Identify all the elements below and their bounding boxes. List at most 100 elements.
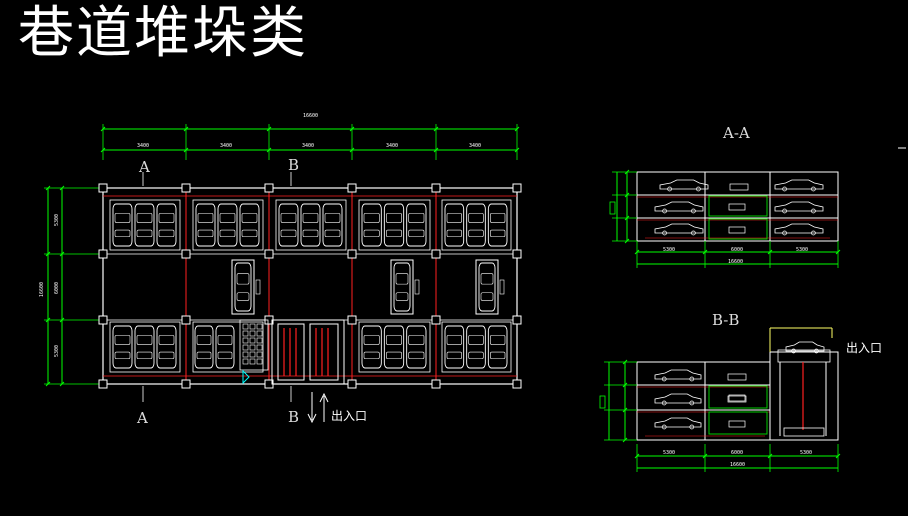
plan-equipment-cell <box>249 351 256 358</box>
plan-column-2-0 <box>264 183 274 193</box>
section-b-b-top-pallet-a <box>727 373 747 381</box>
section-b-b-drawing <box>599 147 906 472</box>
plan-car-2-0-1 <box>300 203 321 247</box>
plan-parking-bay-0-0 <box>109 199 181 251</box>
car-profile <box>654 369 702 380</box>
section-a-a-lift-pallet-0 <box>728 203 746 211</box>
plan-car-0-0-0 <box>112 203 133 247</box>
section-a-a-dimension-tick-0 <box>634 249 640 255</box>
car-rear-window <box>158 229 175 238</box>
section-a-a-car-5 <box>774 223 824 236</box>
plan-stacker-motor-2 <box>499 279 505 295</box>
plan-column-1-3 <box>181 379 191 389</box>
plan-car-0-0-1 <box>134 203 155 247</box>
car-wheel-front <box>782 208 787 214</box>
car-windshield <box>446 334 462 345</box>
plan-column-1-0 <box>181 183 191 193</box>
car-rear-window <box>468 229 484 238</box>
plan-car-4-0-1 <box>466 203 486 247</box>
plan-equipment-cell <box>242 337 249 344</box>
section-a-a-height-tick-0 <box>624 169 630 175</box>
car-windshield <box>236 273 250 285</box>
plan-equipment-cell <box>242 344 249 351</box>
car-rear-window <box>217 351 233 360</box>
section-a-a-height-tick-1 <box>624 192 630 198</box>
section-a-a-lift-pallet-1 <box>728 226 746 234</box>
plan-equipment-cell <box>249 330 256 337</box>
plan-parking-bay-3-1 <box>358 321 431 373</box>
car-rear-window <box>446 229 462 238</box>
plan-equipment-cell <box>249 337 256 344</box>
car-rear-window <box>114 229 131 238</box>
car-body <box>300 203 321 247</box>
plan-car-0-1-1 <box>134 325 155 369</box>
section-b-b-height-tick-0 <box>622 359 628 365</box>
plan-column-5-0 <box>512 183 522 193</box>
car-windshield <box>363 334 380 345</box>
plan-dimension-tick-top-1 <box>183 126 189 132</box>
plan-car-0-0-2 <box>156 203 177 247</box>
car-windshield <box>408 334 425 345</box>
car-body <box>383 203 405 247</box>
car-windshield <box>446 212 462 223</box>
plan-parking-bay-1-0 <box>192 199 264 251</box>
plan-column-3-1 <box>347 249 357 259</box>
section-a-a-car-0 <box>659 179 709 192</box>
plan-equipment-room <box>239 319 269 371</box>
car-body <box>195 203 216 247</box>
plan-column-5-1 <box>512 249 522 259</box>
plan-side-tick-total-2 <box>45 317 51 323</box>
plan-column-3-3 <box>347 379 357 389</box>
plan-bay-dimension-1: 3400 <box>137 143 150 149</box>
car-body <box>487 203 508 247</box>
plan-bay-dimension-4: 3400 <box>386 143 399 149</box>
plan-entrance-arrow-up-icon <box>319 392 329 403</box>
section-a-a-car-2 <box>654 201 704 214</box>
car-body <box>239 203 260 247</box>
plan-cyan-marker <box>242 369 250 385</box>
section-b-b-lift-1 <box>708 411 768 435</box>
section-b-b-total-dimension: 16600 <box>730 462 746 468</box>
car-profile <box>654 417 702 428</box>
car-wheel-front <box>782 230 787 236</box>
plan-stacker-car-1 <box>393 262 411 312</box>
plan-parking-bay-3-0 <box>358 199 431 251</box>
plan-equipment-cell <box>256 344 263 351</box>
section-b-b-dimension-3: 5300 <box>800 450 813 456</box>
plan-column-4-2 <box>431 315 441 325</box>
car-rear-window <box>241 229 258 238</box>
section-b-b-lift-0 <box>708 385 768 409</box>
section-b-b-car-1 <box>654 393 702 406</box>
car-rear-window <box>136 229 153 238</box>
plan-side-dimension-3: 5300 <box>54 345 60 358</box>
section-a-a-height-tick-3 <box>624 238 630 244</box>
car-windshield <box>217 334 233 345</box>
car-windshield <box>386 212 402 223</box>
plan-car-3-0-2 <box>406 203 427 247</box>
section-b-b-height-tick-3 <box>622 437 628 443</box>
car-body <box>466 203 486 247</box>
plan-column-2-1 <box>264 249 274 259</box>
section-b-b-level-symbol <box>599 395 606 409</box>
plan-stacker-car-2 <box>478 262 496 312</box>
plan-column-0-3 <box>98 379 108 389</box>
plan-side-tick-2 <box>59 317 65 323</box>
plan-side-tick-total-3 <box>45 381 51 387</box>
section-a-a-height-tick-2 <box>624 215 630 221</box>
plan-car-2-0-2 <box>322 203 343 247</box>
car-wheel-rear <box>814 348 819 354</box>
section-b-b-title: B-B <box>712 311 740 329</box>
car-rear-window <box>490 229 506 238</box>
section-a-a-title: A-A <box>723 124 750 142</box>
plan-side-dimension-2: 6000 <box>54 282 60 295</box>
plan-equipment-cell <box>256 330 263 337</box>
section-a-a-lift-0 <box>708 195 768 217</box>
car-rear-window <box>236 292 250 301</box>
section-a-a-dimension-tick-2 <box>767 249 773 255</box>
plan-equipment-cell <box>242 358 249 365</box>
plan-car-1-0-0 <box>195 203 216 247</box>
car-body <box>134 325 155 369</box>
section-a-a-total-dimension: 16600 <box>728 259 744 265</box>
plan-dimension-tick-top-3 <box>349 126 355 132</box>
